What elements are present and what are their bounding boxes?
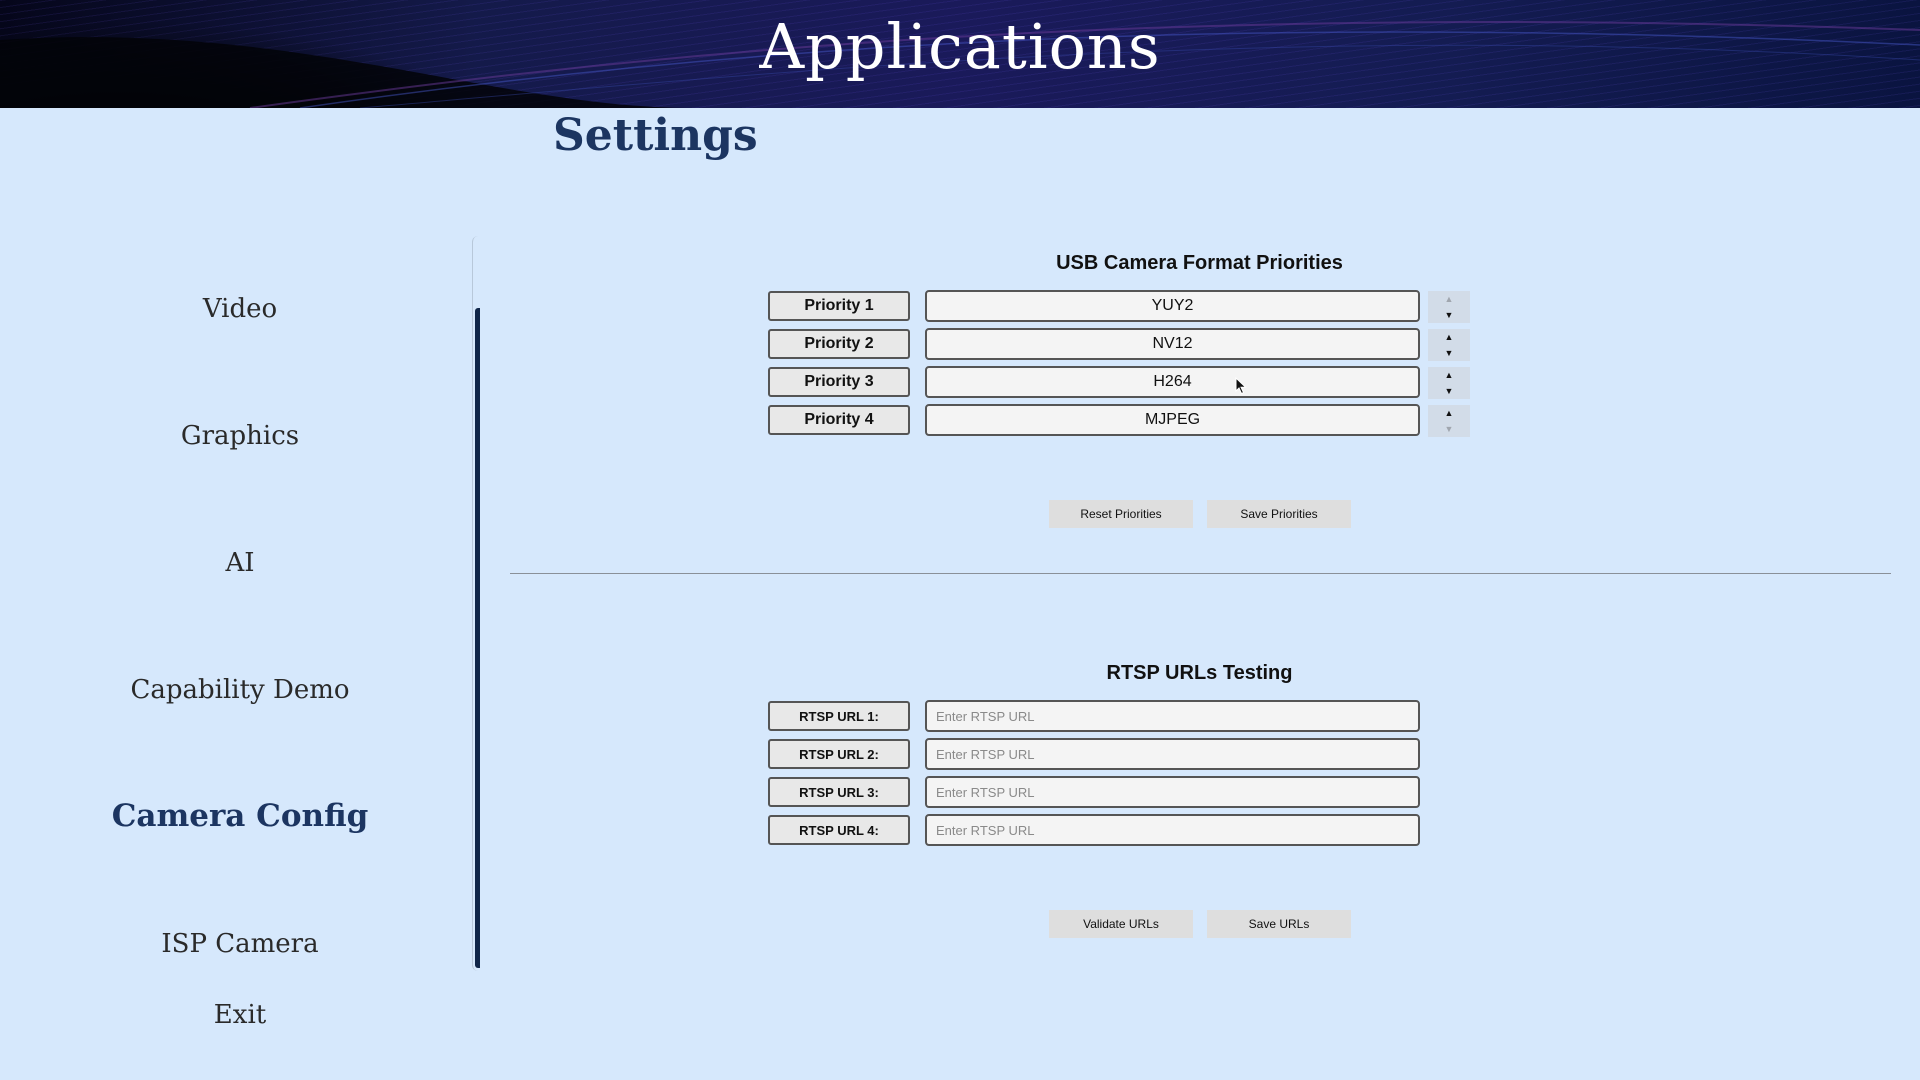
reset-priorities-button[interactable]: Reset Priorities [1049,500,1193,528]
triangle-up-icon[interactable]: ▲ [1444,407,1454,418]
rtsp-url-2-label: RTSP URL 2: [768,739,910,769]
priority-2-reorder: ▲ ▼ [1428,329,1470,361]
triangle-up-icon[interactable]: ▲ [1444,369,1454,380]
rtsp-url-1-input[interactable] [925,700,1420,732]
triangle-up-icon[interactable]: ▲ [1444,293,1454,304]
sidebar-item-capability-demo[interactable]: Capability Demo [130,675,350,705]
sidebar-scroll-indicator[interactable] [475,308,480,968]
priority-4-value[interactable]: MJPEG [925,404,1420,436]
triangle-down-icon[interactable]: ▼ [1444,309,1454,320]
priority-3-reorder: ▲ ▼ [1428,367,1470,399]
priority-3-value[interactable]: H264 [925,366,1420,398]
save-urls-button[interactable]: Save URLs [1207,910,1351,938]
sidebar-item-exit[interactable]: Exit [213,1000,267,1030]
usb-priorities-title: USB Camera Format Priorities [1056,252,1343,274]
section-divider [510,573,1891,574]
rtsp-title: RTSP URLs Testing [1106,662,1293,684]
triangle-down-icon[interactable]: ▼ [1444,385,1454,396]
rtsp-url-2-input[interactable] [925,738,1420,770]
validate-urls-button[interactable]: Validate URLs [1049,910,1193,938]
rtsp-url-4-input[interactable] [925,814,1420,846]
app-title: Applications [759,10,1161,83]
page-title: Settings [553,110,758,161]
sidebar-scroll-track [472,236,481,971]
priority-3-label: Priority 3 [768,367,910,397]
priority-4-reorder: ▲ ▼ [1428,405,1470,437]
rtsp-url-1-label: RTSP URL 1: [768,701,910,731]
priority-2-label: Priority 2 [768,329,910,359]
rtsp-url-3-label: RTSP URL 3: [768,777,910,807]
sidebar-item-camera-config[interactable]: Camera Config [111,798,369,834]
triangle-down-icon[interactable]: ▼ [1444,347,1454,358]
header-banner: Applications [0,0,1920,108]
header-wave-decoration [0,20,1920,108]
priority-2-value[interactable]: NV12 [925,328,1420,360]
sidebar-item-video[interactable]: Video [202,294,278,324]
sidebar-item-ai[interactable]: AI [225,548,255,578]
priority-1-value[interactable]: YUY2 [925,290,1420,322]
mouse-cursor-icon [1235,377,1247,395]
sidebar-item-isp-camera[interactable]: ISP Camera [161,929,319,959]
rtsp-url-3-input[interactable] [925,776,1420,808]
sidebar-item-graphics[interactable]: Graphics [180,421,300,451]
priority-1-reorder: ▲ ▼ [1428,291,1470,323]
triangle-up-icon[interactable]: ▲ [1444,331,1454,342]
save-priorities-button[interactable]: Save Priorities [1207,500,1351,528]
triangle-down-icon[interactable]: ▼ [1444,423,1454,434]
priority-4-label: Priority 4 [768,405,910,435]
priority-1-label: Priority 1 [768,291,910,321]
rtsp-url-4-label: RTSP URL 4: [768,815,910,845]
